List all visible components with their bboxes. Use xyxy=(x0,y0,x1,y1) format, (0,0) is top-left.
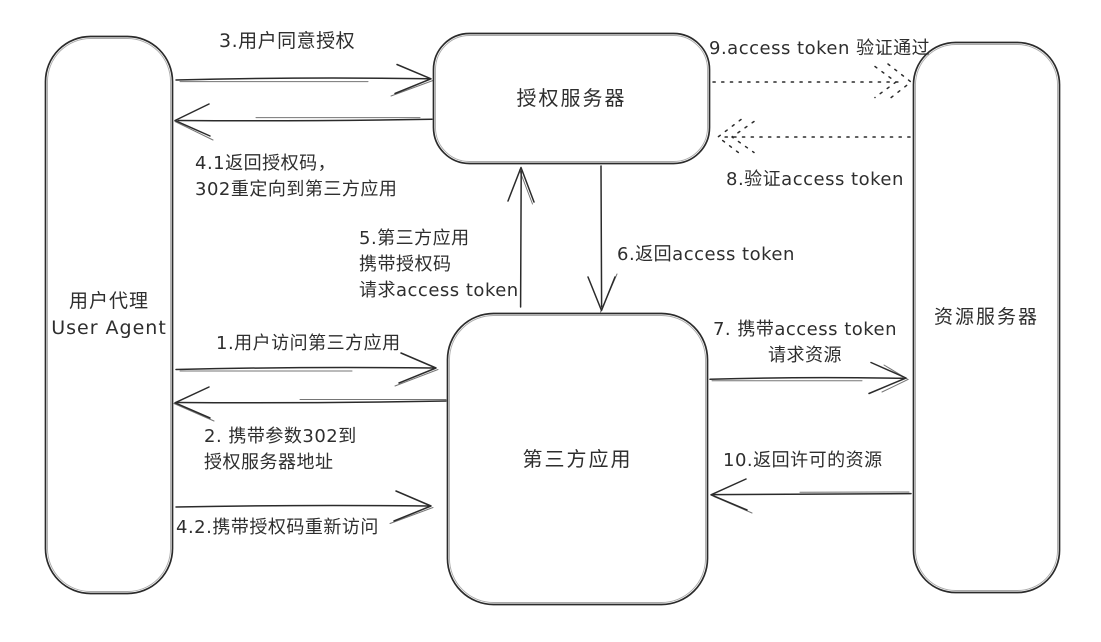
edge-step7-arrow xyxy=(709,361,910,395)
edge-step4-1-arrow xyxy=(174,103,433,141)
edge-step4-2-arrow xyxy=(175,490,434,524)
edge-step5-arrow xyxy=(507,166,535,308)
node-auth-server-shape xyxy=(432,32,711,165)
edge-step1-arrow xyxy=(175,352,439,387)
node-resource-server-shape xyxy=(912,41,1061,594)
edge-step6-arrow xyxy=(587,165,618,313)
edge-step10-arrow xyxy=(710,478,912,514)
edge-step8-arrow xyxy=(717,118,911,156)
edge-step2-arrow xyxy=(173,386,447,422)
node-user-agent-shape xyxy=(44,35,174,595)
node-third-party-app-shape xyxy=(446,312,709,606)
edge-step3-arrow xyxy=(175,63,434,97)
edge-step9-arrow xyxy=(712,63,912,101)
